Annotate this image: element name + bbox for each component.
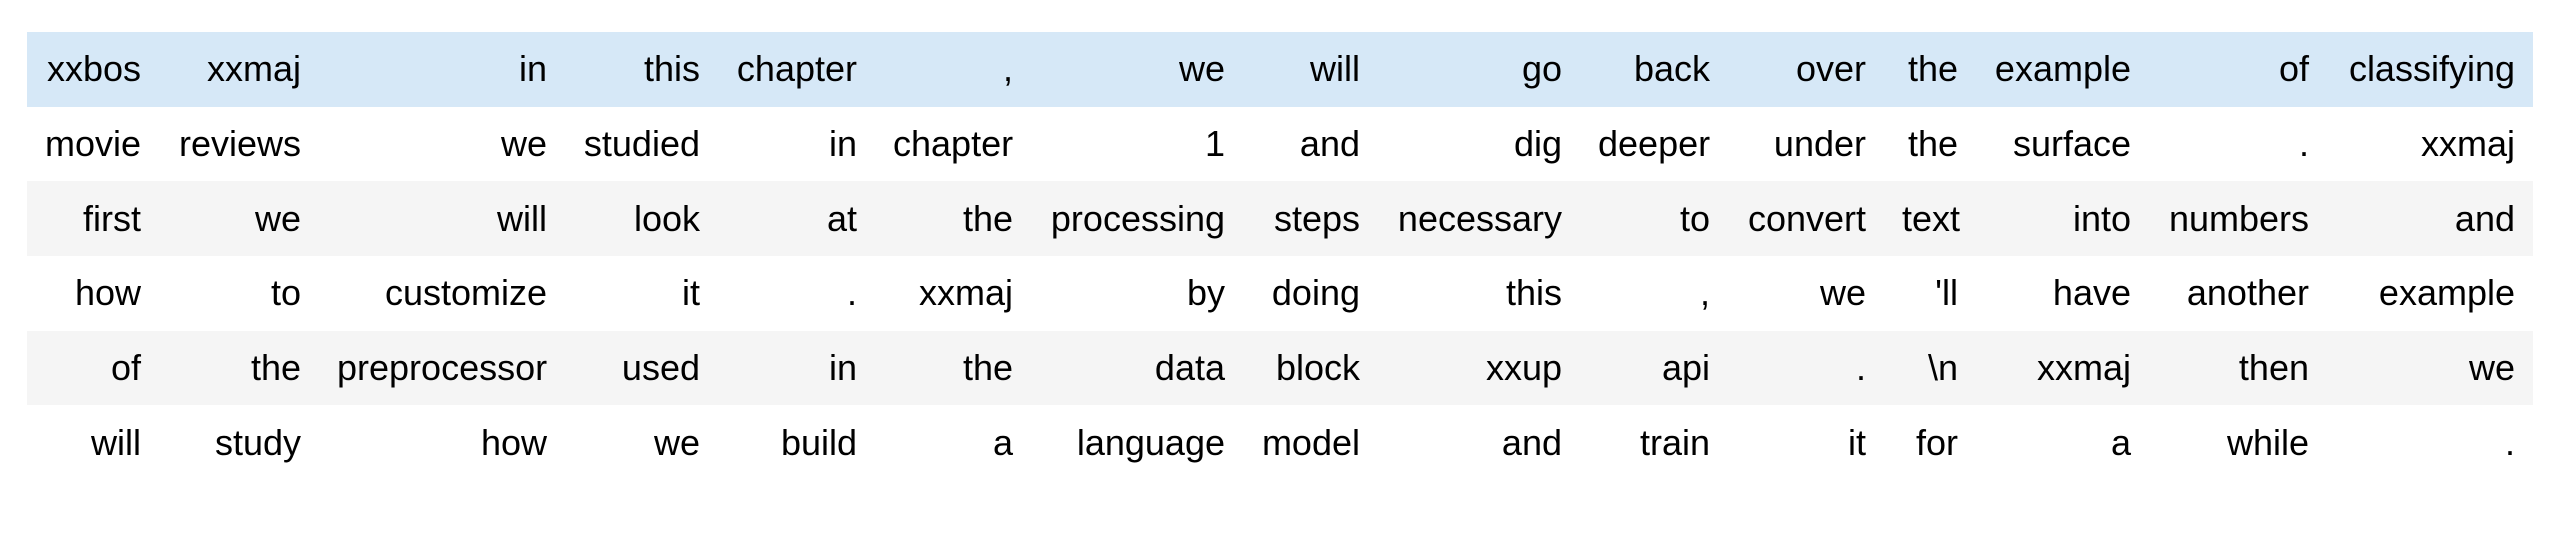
token-cell: the (1907, 48, 1958, 90)
token-cell: of (110, 347, 141, 389)
token-cell: studied (583, 123, 700, 165)
token-cell: surface (2012, 123, 2131, 165)
token-row: will study how we build a language model and trai… (27, 405, 2533, 481)
token-cell: xxmaj (2420, 123, 2515, 165)
token-cell: another (2186, 272, 2309, 314)
token-cell: under (1773, 123, 1866, 165)
token-cell: at (826, 197, 857, 239)
token-cell: in (828, 347, 857, 389)
token-cell: convert (1747, 197, 1866, 239)
token-cell: api (1661, 347, 1710, 389)
token-cell: , (1699, 272, 1710, 314)
token-cell: steps (1273, 197, 1360, 239)
token-cell: look (633, 197, 700, 239)
token-cell: to (1679, 197, 1710, 239)
token-cell: and (1501, 421, 1562, 463)
token-cell: 'll (1935, 272, 1958, 314)
token-cell: and (1299, 123, 1360, 165)
token-cell: . (2504, 421, 2515, 463)
token-cell: into (2072, 197, 2131, 239)
token-cell: movie (45, 123, 142, 165)
token-cell: we (500, 123, 547, 165)
token-cell: will (91, 421, 141, 463)
token-cell: data (1154, 347, 1225, 389)
token-cell: deeper (1598, 123, 1711, 165)
token-cell: we (2468, 347, 2515, 389)
token-cell: example (1994, 48, 2131, 90)
token-cell: build (780, 421, 857, 463)
token-cell: . (1855, 347, 1866, 389)
token-cell: will (1310, 48, 1360, 90)
token-cell: this (643, 48, 700, 90)
token-cell: will (497, 197, 547, 239)
token-cell: chapter (736, 48, 857, 90)
token-cell: model (1261, 421, 1360, 463)
token-cell: then (2238, 347, 2309, 389)
token-cell: back (1633, 48, 1710, 90)
token-cell: chapter (893, 123, 1014, 165)
token-cell: it (682, 272, 700, 314)
token-row-highlighted: xxbos xxmaj in this chapter, we will go back over… (27, 32, 2533, 107)
token-cell: a (992, 421, 1013, 463)
token-cell: by (1186, 272, 1225, 314)
token-cell: necessary (1397, 197, 1562, 239)
token-cell: xxbos (46, 48, 141, 90)
token-cell: have (2052, 272, 2131, 314)
token-cell: xxmaj (206, 48, 301, 90)
token-cell: go (1521, 48, 1562, 90)
token-cell: processing (1050, 197, 1225, 239)
token-cell: . (2298, 123, 2309, 165)
token-cell: preprocessor (337, 347, 548, 389)
token-cell: train (1639, 421, 1710, 463)
token-cell: example (2378, 272, 2515, 314)
token-cell: of (2278, 48, 2309, 90)
token-cell: over (1795, 48, 1866, 90)
token-cell: first (83, 197, 141, 239)
token-cell: xxmaj (2036, 347, 2131, 389)
token-cell: we (1819, 272, 1866, 314)
token-cell: dig (1513, 123, 1562, 165)
token-cell: xxmaj (918, 272, 1013, 314)
token-cell: how (480, 421, 547, 463)
token-cell: text (1902, 197, 1961, 239)
token-cell: 1 (1204, 123, 1225, 165)
token-dataframe-body: xxbos xxmaj in this chapter, we will go back over… (27, 32, 2533, 481)
token-row: how to customize it. xxmaj by doing this, we 'll h… (27, 256, 2533, 331)
token-cell: . (846, 272, 857, 314)
token-cell: in (518, 48, 547, 90)
token-row: first we will look at the processing steps neces… (27, 181, 2533, 257)
token-cell: doing (1271, 272, 1360, 314)
token-cell: the (962, 197, 1013, 239)
token-cell: this (1505, 272, 1562, 314)
token-cell: the (250, 347, 301, 389)
token-cell: it (1848, 421, 1866, 463)
token-cell: in (828, 123, 857, 165)
token-cell: the (1907, 123, 1958, 165)
token-cell: xxup (1485, 347, 1562, 389)
token-cell: \n (1927, 347, 1958, 389)
token-cell: , (1002, 48, 1013, 90)
token-row: of the preprocessor used in the data block xxup a… (27, 330, 2533, 406)
token-cell: the (962, 347, 1013, 389)
token-cell: and (2454, 197, 2515, 239)
token-cell: for (1915, 421, 1958, 463)
token-cell: block (1275, 347, 1360, 389)
token-cell: how (74, 272, 141, 314)
token-cell: classifying (2348, 48, 2515, 90)
token-cell: used (621, 347, 700, 389)
token-cell: customize (384, 272, 547, 314)
token-cell: numbers (2168, 197, 2309, 239)
token-cell: we (653, 421, 700, 463)
token-cell: we (1178, 48, 1225, 90)
token-cell: study (214, 421, 301, 463)
token-cell: a (2110, 421, 2131, 463)
token-dataframe: xxbos xxmaj in this chapter, we will go back over… (27, 32, 2533, 481)
token-cell: to (270, 272, 301, 314)
token-cell: reviews (178, 123, 301, 165)
token-cell: we (254, 197, 301, 239)
token-cell: while (2226, 421, 2309, 463)
token-cell: language (1076, 421, 1225, 463)
